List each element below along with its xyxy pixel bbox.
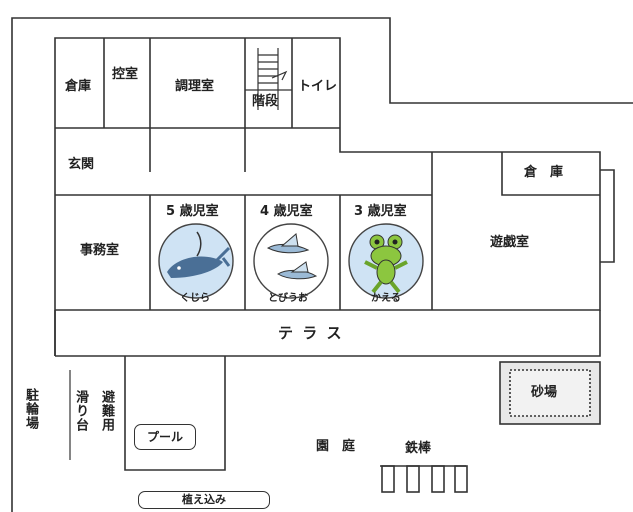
playroom-label: 遊戯室	[490, 235, 530, 250]
iron-bar-label: 鉄棒	[405, 441, 432, 456]
planting-label: 植え込み	[138, 491, 270, 509]
storage-left-label: 倉庫	[65, 79, 92, 94]
stairs-label: 階段	[252, 94, 279, 109]
slide-label: 滑り台	[73, 390, 88, 432]
evacuation-label: 避難用	[99, 390, 114, 432]
whale-mascot-label: くじら	[180, 293, 210, 304]
frog-mascot-icon	[347, 222, 425, 300]
flying-fish-mascot-label: とびうお	[268, 293, 308, 304]
waiting-room-label: 控室	[112, 67, 139, 82]
class-3-label: 3 歳児室	[354, 204, 407, 219]
garden-label: 園 庭	[316, 439, 356, 454]
site-boundary	[11, 17, 633, 512]
office-label: 事務室	[80, 243, 120, 258]
terrace-label: テ ラ ス	[278, 324, 344, 342]
whale-mascot-icon	[157, 222, 235, 300]
frog-mascot-label: かえる	[371, 293, 401, 304]
kitchen-label: 調理室	[175, 79, 215, 94]
class-5-label: 5 歳児室	[166, 204, 219, 219]
toilet-label: トイレ	[298, 79, 338, 94]
class-4-label: 4 歳児室	[260, 204, 313, 219]
entrance-label: 玄関	[68, 157, 95, 172]
storage-right-label: 倉 庫	[524, 165, 564, 180]
sandbox-label: 砂場	[531, 385, 558, 400]
pool-label: プール	[134, 424, 196, 450]
flying-fish-mascot-icon	[252, 222, 330, 300]
bicycle-parking-label: 駐輪場	[23, 388, 38, 430]
